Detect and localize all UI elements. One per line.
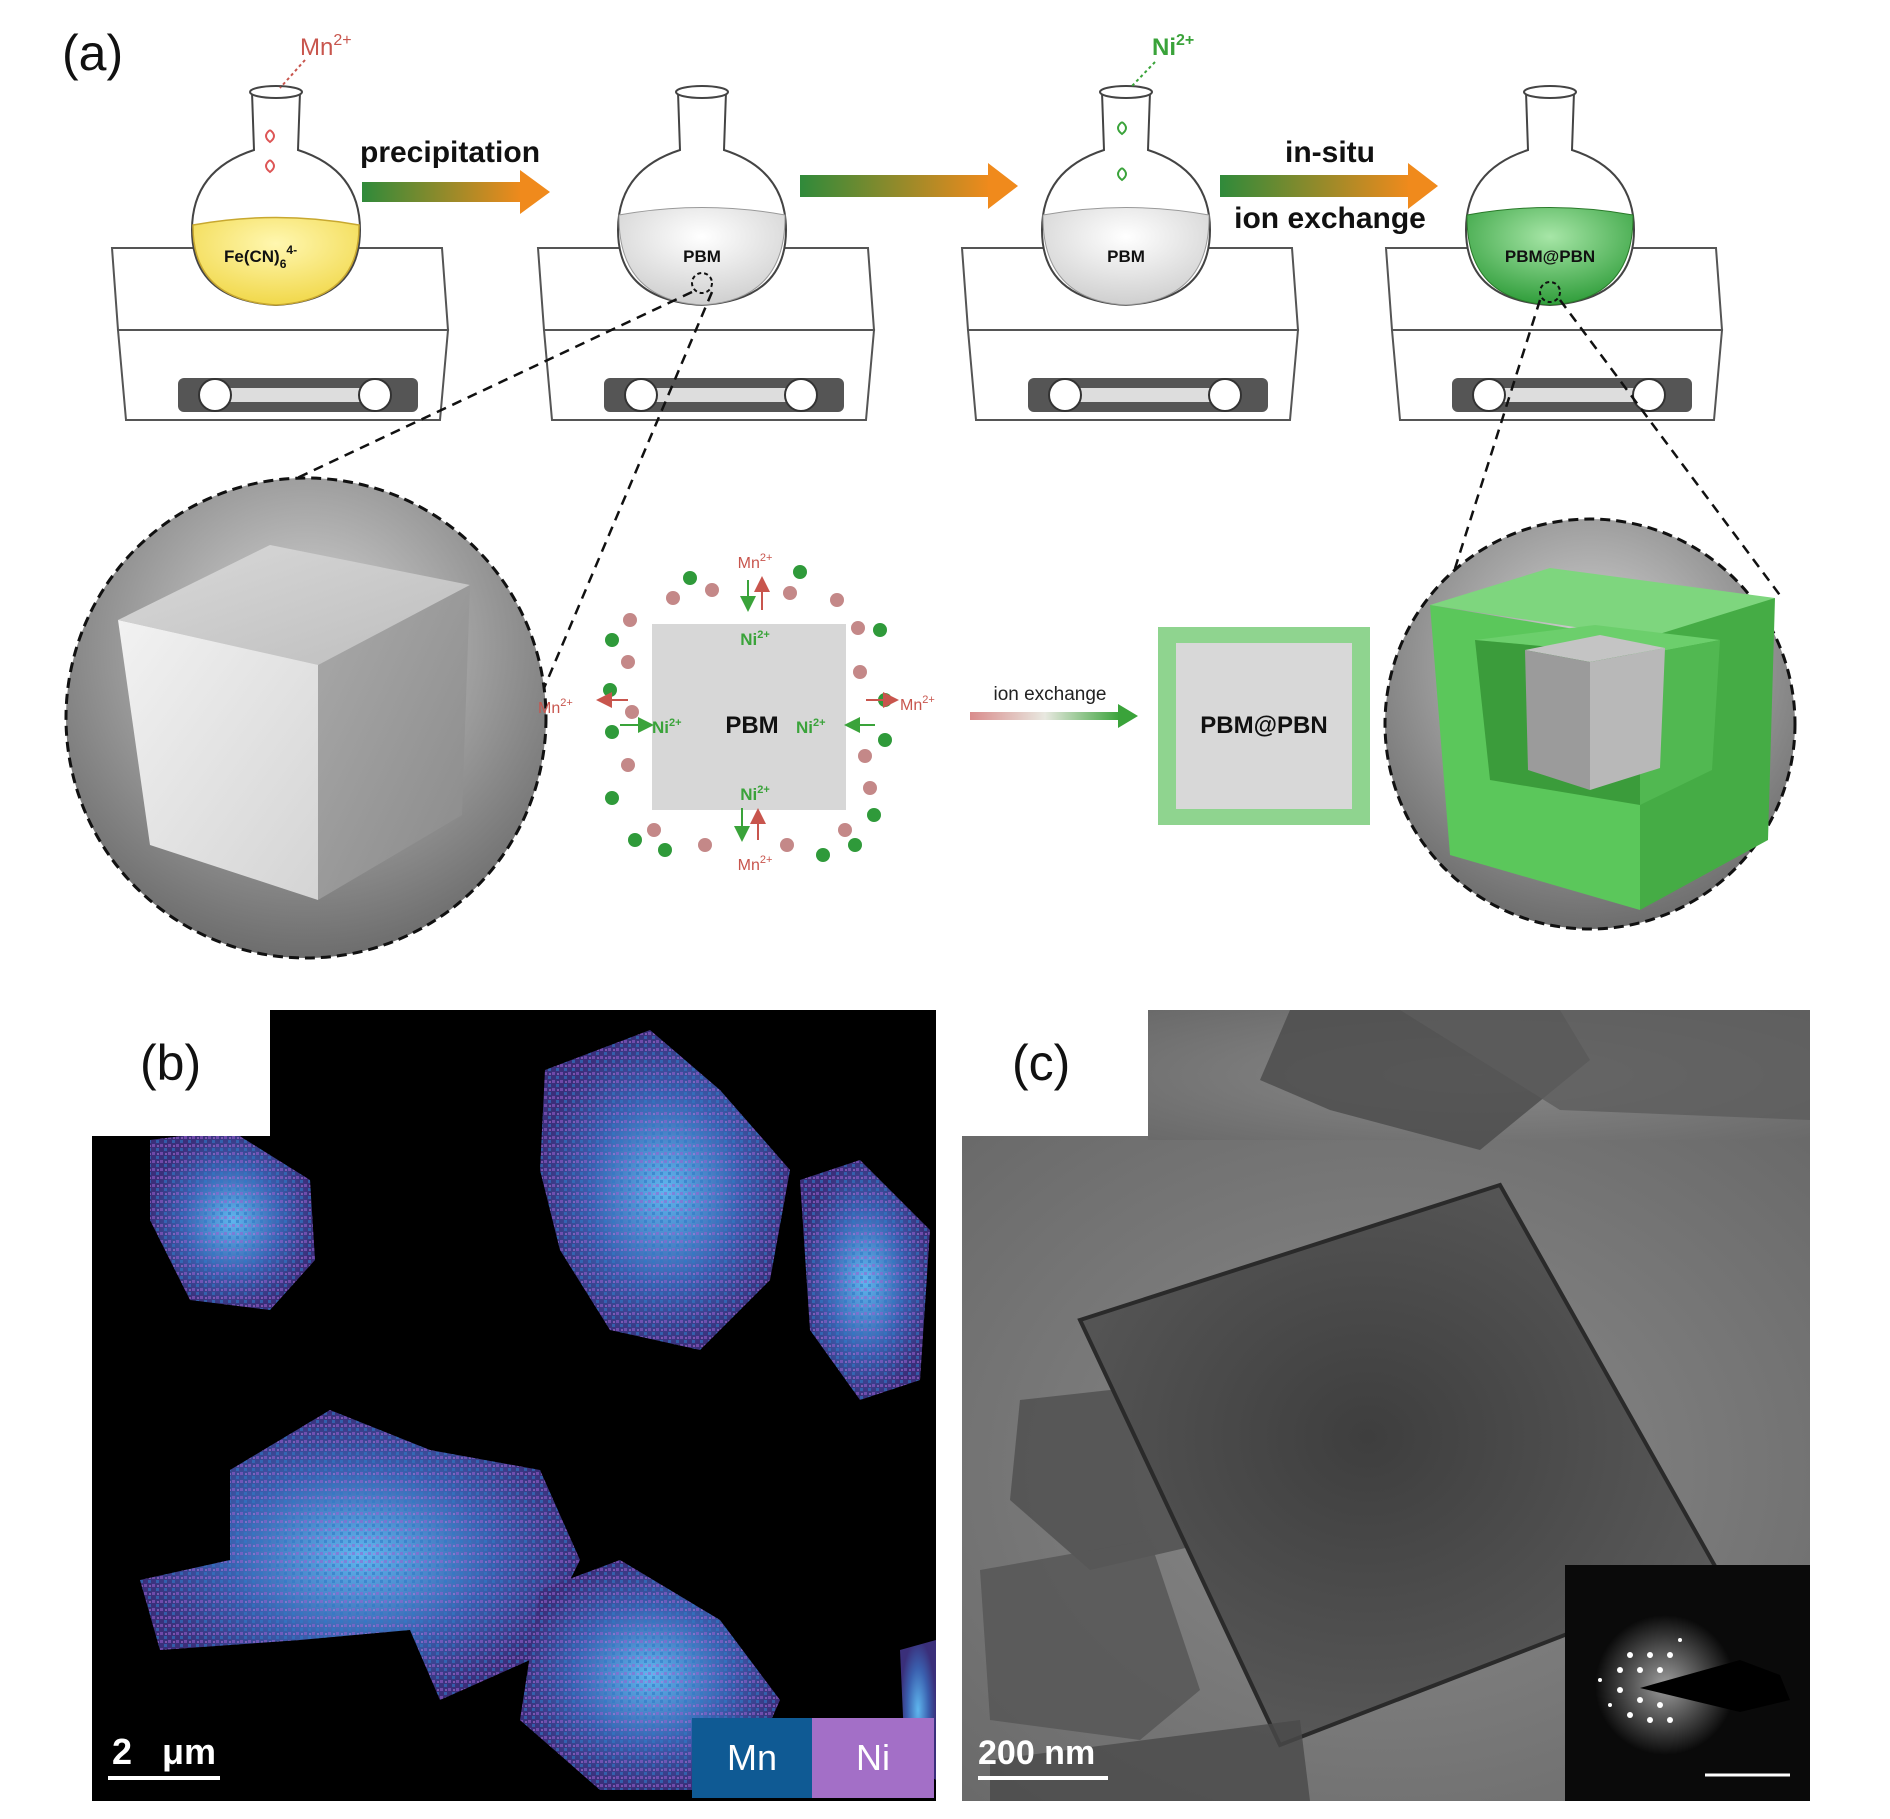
arrow-1-label: precipitation [360,136,540,169]
panel-b-label-box [92,1010,270,1136]
ion-exchange-label: ion exchange [993,684,1106,705]
panel-c-label: (c) [1012,1035,1070,1091]
arrow-3-label-line2: ion exchange [1234,202,1426,235]
particle-2 [540,1030,790,1350]
flask-1-ion-arrow [279,59,306,89]
ion-exchange-arrow [970,704,1138,728]
process-arrow-3 [1220,163,1438,209]
legend-ni-label: Ni [856,1737,890,1778]
ni-label-right: Ni2+ [796,717,826,737]
particle-1 [150,1130,315,1310]
panel-b-legend: Mn Ni [692,1718,934,1798]
arrow-3-label-line1: in-situ [1285,136,1375,169]
ni-label-bottom: Ni2+ [740,784,770,804]
panel-c-tem-image [962,1010,1810,1801]
flask-3-ion: Ni2+ [1152,32,1194,61]
process-arrow-2 [800,163,1018,209]
scale-b-unit: μm [162,1731,216,1772]
ni-label-top: Ni2+ [740,629,770,649]
ni-label-left: Ni2+ [652,717,682,737]
flask-3-ion-arrow [1131,61,1156,87]
legend-mn-label: Mn [727,1737,777,1778]
panel-a-label: (a) [62,25,123,81]
pbm-cube-circle [64,476,548,960]
diffraction-spots [1598,1638,1682,1723]
particle-4 [140,1410,580,1700]
panel-c-scale-bar: 200 nm [978,1734,1108,1780]
zoom-lines [224,290,1784,774]
pbm-center-label: PBM [725,712,778,739]
pbm-pbn-cube-circle [1383,517,1797,931]
legend-ni-swatch [812,1718,934,1798]
flask-4 [1464,85,1636,307]
saed-inset [1565,1565,1810,1801]
flask-1-content: Fe(CN)64- [224,243,297,271]
mn-label-top: Mn2+ [738,552,773,572]
flask-1 [190,85,362,307]
flask-2-content: PBM [683,247,721,266]
ni-dots [603,565,892,862]
ion-exchange-schematic: Mn2+ Ni2+ Mn2+ Ni2+ PBM Ni2+ Mn2+ Ni2+ M [538,552,935,874]
flask-4-content: PBM@PBN [1505,247,1595,266]
flask-3-content: PBM [1107,247,1145,266]
legend-mn-swatch [692,1718,812,1798]
flask-3 [1040,85,1212,307]
process-arrow-1 [362,170,550,214]
mn-label-right: Mn2+ [900,694,935,714]
stirrer-4 [1384,247,1724,421]
mn-dots [621,583,877,852]
panel-b-label: (b) [140,1035,201,1091]
scale-b-value: 2 [112,1731,132,1772]
panel-c-label-box [962,1010,1148,1136]
mn-label-left: Mn2+ [538,697,573,717]
panel-b-scale-bar: 2 μm [108,1731,220,1780]
particle-3 [800,1160,930,1400]
scale-c-label: 200 nm [978,1734,1095,1772]
core-shell-label: PBM@PBN [1200,712,1327,739]
flask-1-ion: Mn2+ [300,32,352,61]
mn-label-bottom: Mn2+ [738,854,773,874]
flask-2 [616,85,788,307]
stirrer-1 [110,247,450,421]
panel-b-eds-map [92,1010,936,1801]
core-shell-square [1158,627,1370,825]
